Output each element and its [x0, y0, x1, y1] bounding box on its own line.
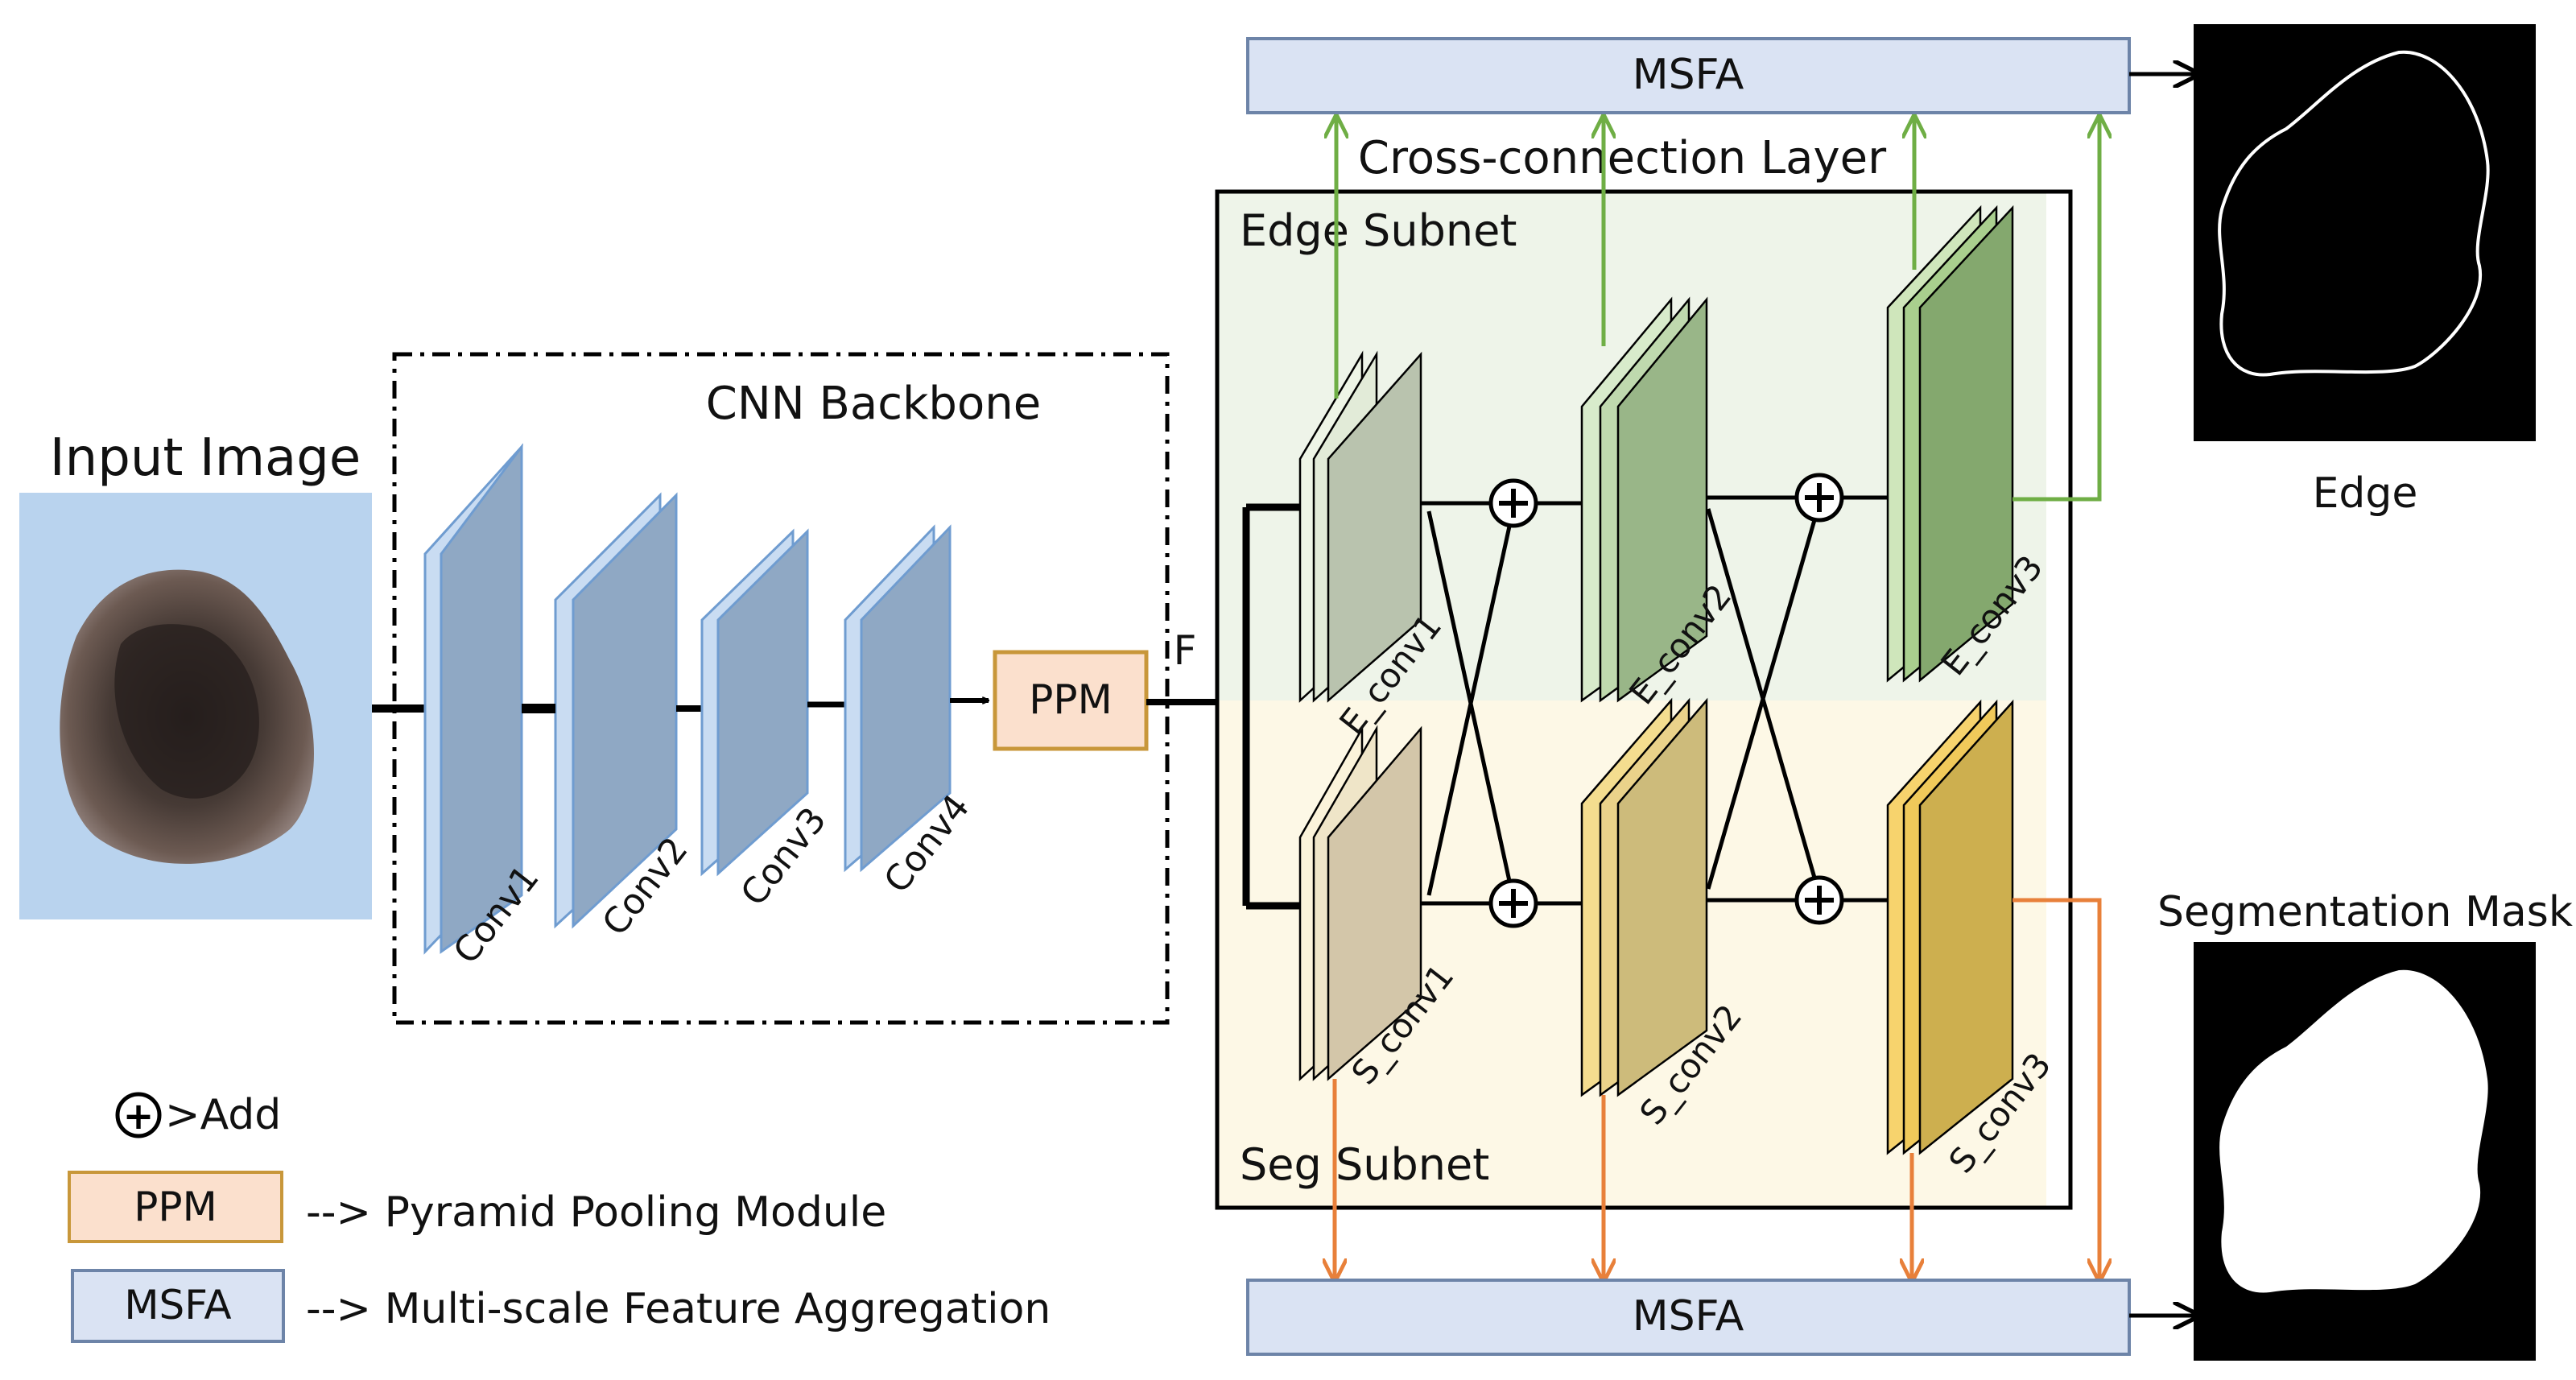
cnn-backbone-title: CNN Backbone [706, 378, 1041, 430]
legend: + >Add PPM --> Pyramid Pooling Module MS… [68, 1091, 1051, 1343]
edge-output-image [2194, 24, 2536, 441]
msfa-top-label: MSFA [1633, 51, 1744, 99]
legend-add-symbol: + [115, 1092, 162, 1138]
add-node-seg-2 [1794, 875, 1844, 925]
cross-connection-lines [1421, 495, 1888, 906]
backbone-layer-conv3 [700, 528, 809, 877]
backbone-layer-conv1 [423, 443, 523, 955]
legend-add-text: >Add [165, 1091, 281, 1139]
seg-output-image [2194, 942, 2536, 1361]
seg-subnet-title: Seg Subnet [1240, 1139, 1489, 1190]
edge-output-label: Edge [2313, 469, 2418, 518]
seg-block-s-conv2 [1580, 697, 1708, 1097]
feature-split [1242, 503, 1300, 910]
msfa-bottom-label: MSFA [1633, 1292, 1744, 1341]
legend-msfa-box-label: MSFA [124, 1282, 231, 1328]
add-node-edge-1 [1488, 478, 1538, 528]
ppm-label: PPM [1029, 676, 1112, 723]
cnn-backbone-frame [392, 352, 1170, 1025]
seg-output-label: Segmentation Mask [2157, 888, 2573, 936]
msfa-top-box [1246, 37, 2131, 114]
edge-subnet-title: Edge Subnet [1240, 205, 1517, 256]
edge-block-e-conv1 [1298, 350, 1422, 703]
legend-ppm-box [68, 1171, 283, 1243]
backbone-layer-conv2 [554, 492, 678, 929]
add-node-edge-2 [1794, 473, 1844, 523]
legend-msfa-text: --> Multi-scale Feature Aggregation [306, 1285, 1051, 1333]
edge-block-e-conv3 [1886, 205, 2014, 683]
seg-block-s-conv3 [1886, 699, 2014, 1155]
msfa-bottom-box [1246, 1279, 2131, 1356]
legend-ppm-box-label: PPM [134, 1184, 217, 1230]
svg-text:+: + [123, 1094, 155, 1138]
backbone-layer-conv4 [844, 524, 952, 873]
legend-msfa-box [71, 1269, 285, 1343]
input-image-title: Input Image [50, 428, 361, 488]
feature-label: F [1174, 627, 1197, 674]
cross-connection-title: Cross-connection Layer [1358, 132, 1887, 184]
cross-connection-frame [1215, 189, 2073, 1210]
seg-block-s-conv1 [1298, 725, 1422, 1081]
edge-msfa-arrows [1336, 117, 2099, 502]
add-node-seg-1 [1488, 878, 1538, 928]
legend-ppm-text: --> Pyramid Pooling Module [306, 1188, 886, 1237]
edge-block-e-conv2 [1580, 296, 1708, 703]
input-image [19, 493, 372, 919]
seg-msfa-arrows [1335, 898, 2099, 1280]
